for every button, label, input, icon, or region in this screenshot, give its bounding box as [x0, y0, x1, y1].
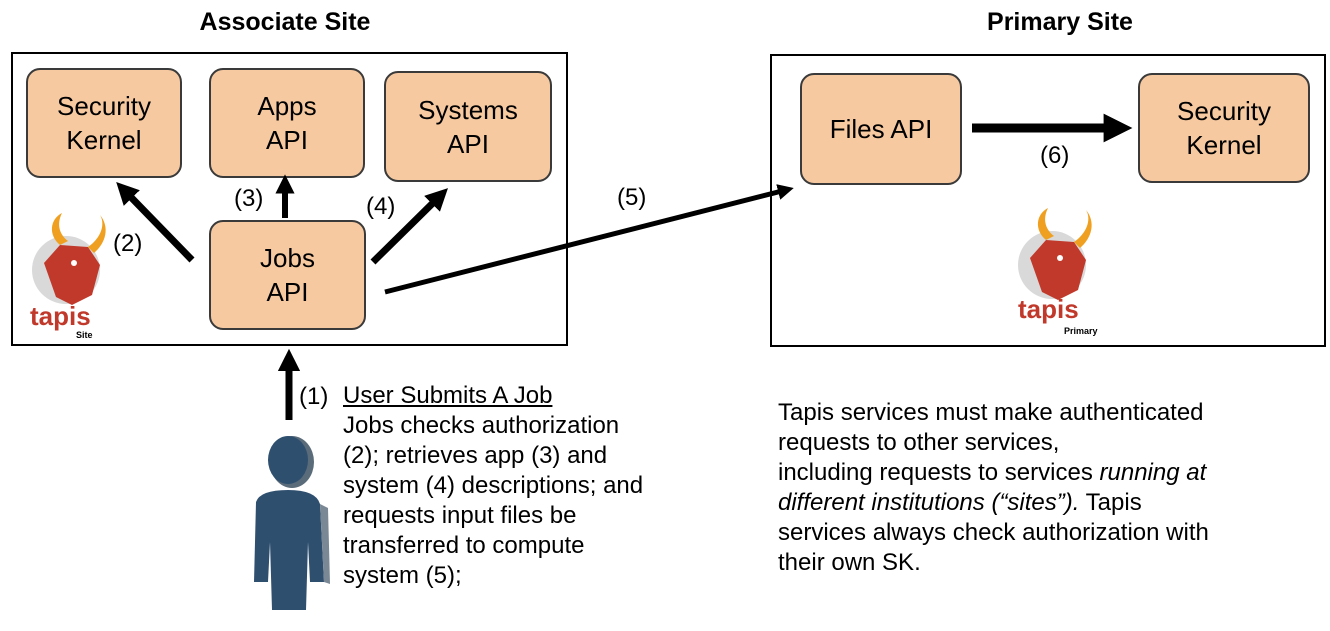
step-label-6: (6) [1040, 142, 1070, 169]
note-line: their own SK. [778, 549, 921, 576]
bull-icon [32, 213, 106, 305]
step-label-3: (3) [234, 185, 264, 212]
caption-line: system (5); [343, 562, 462, 589]
step-label-5: (5) [617, 184, 647, 211]
note-line: Tapis services must make authenticated [778, 399, 1204, 426]
note-line: including requests to services running a… [778, 459, 1207, 486]
caption-line: transferred to compute [343, 532, 585, 559]
bull-icon [1018, 208, 1092, 300]
arrow-jobs-to-security-kernel [116, 181, 195, 263]
primary-site-title: Primary Site [987, 8, 1133, 36]
files-api: Files API [800, 73, 962, 185]
caption-line: Jobs checks authorization [343, 412, 620, 439]
step-label-4: (4) [366, 193, 396, 220]
step-label-2: (2) [113, 230, 143, 257]
caption-heading: User Submits A Job [343, 382, 553, 409]
user-icon [250, 432, 330, 612]
user-caption: User Submits A Job Jobs checks authoriza… [343, 381, 743, 591]
caption-line: system (4) descriptions; and [343, 472, 644, 499]
arrow-jobs-to-files [384, 184, 794, 295]
logo-subtext: Primary [1064, 326, 1098, 336]
arrow-jobs-to-systems [370, 188, 448, 265]
note-line: requests to other services, [778, 429, 1060, 456]
associate-site-title: Associate Site [199, 8, 371, 36]
tapis-logo-primary: tapis Primary [1012, 200, 1112, 340]
logo-wordmark: tapis [1018, 294, 1079, 324]
caption-line: requests input files be [343, 502, 577, 529]
note-line: different institutions (“sites”). Tapis [778, 489, 1142, 516]
caption-line: (2); retrieves app (3) and [343, 442, 608, 469]
note-line: services always check authorization with [778, 519, 1209, 546]
step-label-1: (1) [299, 383, 329, 410]
logo-wordmark: tapis [30, 301, 91, 331]
logo-subtext: Site [76, 330, 93, 340]
explanatory-note: Tapis services must make authenticated r… [778, 398, 1323, 578]
tapis-logo-associate: tapis Site [26, 205, 116, 340]
